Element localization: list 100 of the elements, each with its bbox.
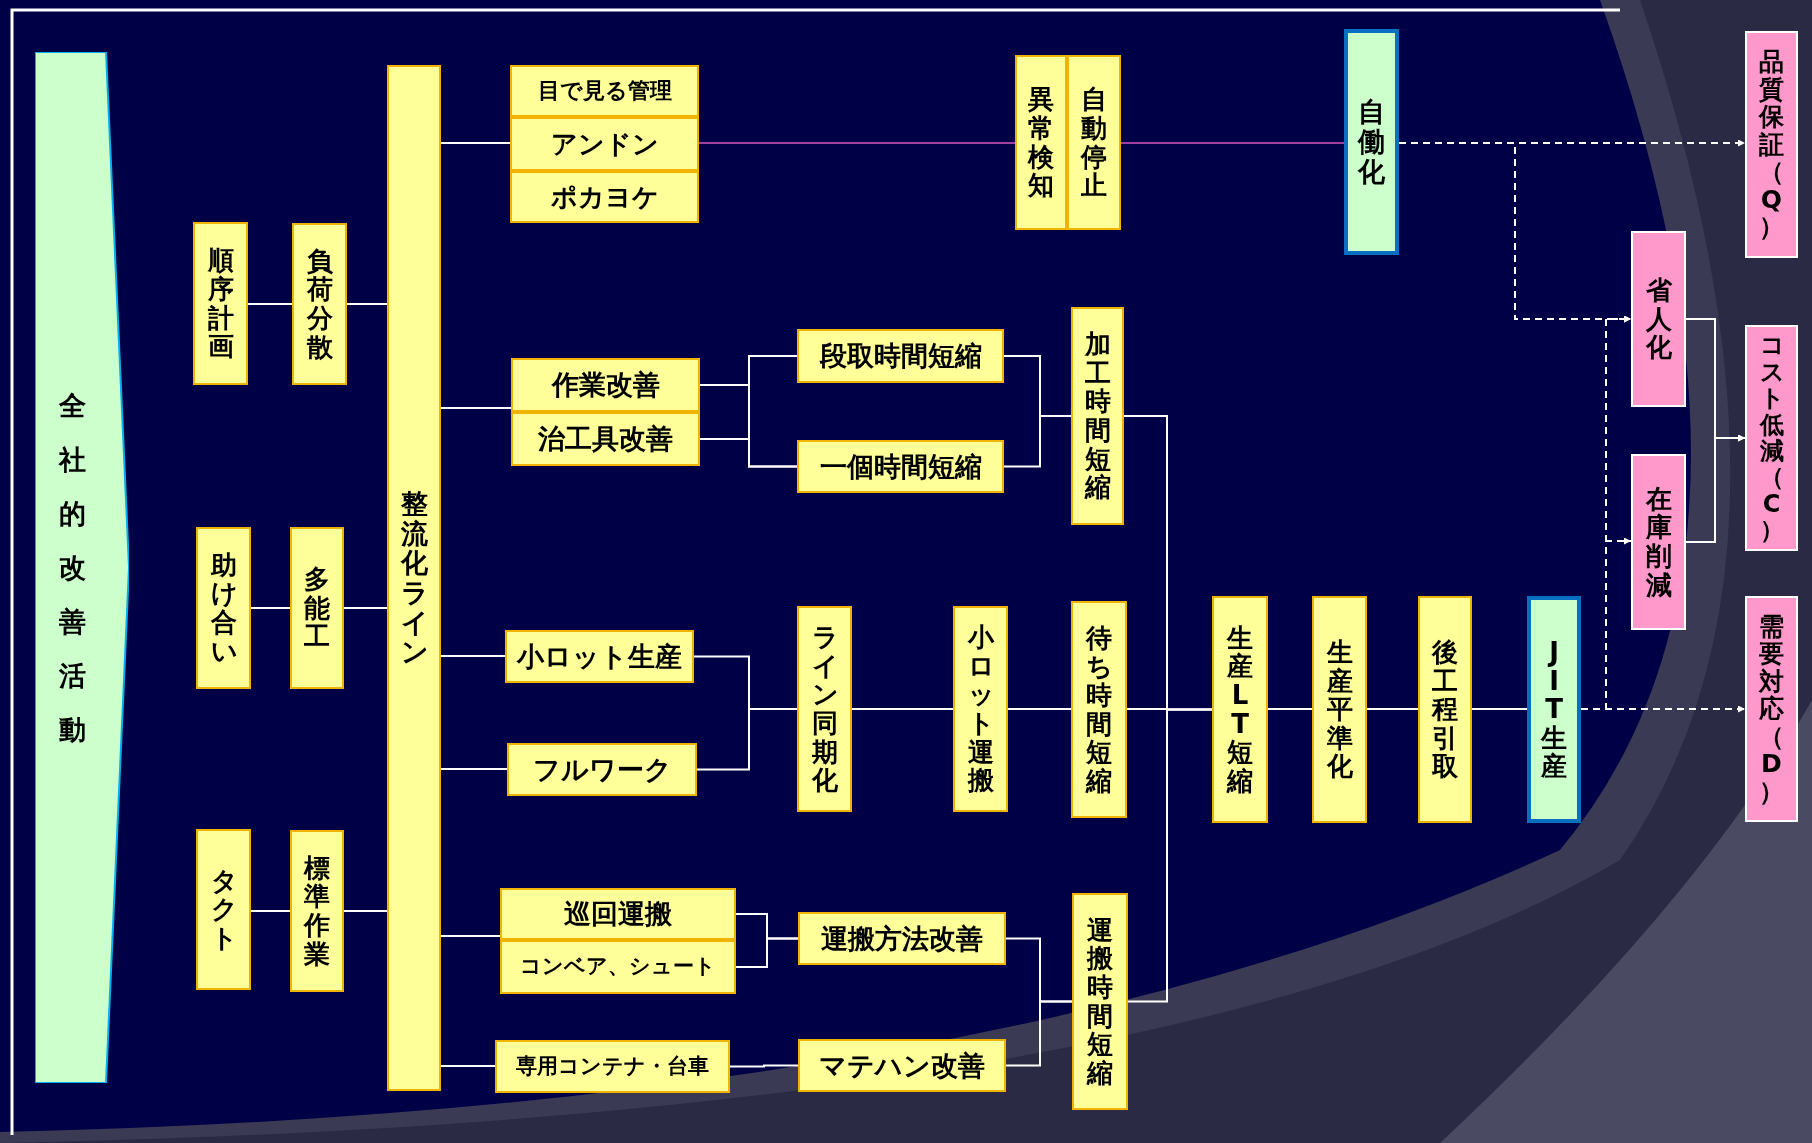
box-label: 専用コンテナ・台車	[516, 1054, 709, 1079]
result-box	[1745, 596, 1798, 822]
process-box	[798, 1039, 1006, 1092]
connector-line	[440, 1065, 496, 1067]
box-label: 小ロット生産	[517, 641, 682, 672]
process-box	[797, 329, 1004, 383]
box-label: 自動停止	[1081, 85, 1107, 200]
process-box	[1072, 893, 1128, 1110]
process-box	[196, 829, 251, 990]
box-label: 段取時間短縮	[819, 341, 982, 371]
box-label: 目で見る管理	[537, 78, 672, 104]
box-label: 一個時間短縮	[819, 451, 982, 482]
connector-line	[250, 607, 291, 609]
process-box	[1212, 596, 1268, 823]
connector-line	[440, 142, 511, 144]
connector-line	[440, 407, 512, 409]
box-label: 後工程引取	[1432, 638, 1458, 781]
connector-line	[440, 655, 506, 657]
box-label: ポカヨケ	[550, 182, 659, 212]
connector-line	[735, 937, 799, 968]
box-label: 助け合い	[210, 550, 237, 666]
process-box	[1071, 307, 1124, 525]
connector-line	[729, 1064, 799, 1068]
result-box	[1745, 31, 1798, 258]
connector-line	[1267, 708, 1313, 710]
connector-line	[440, 935, 501, 937]
box-label: コスト低減（C）	[1759, 332, 1784, 544]
connector-line	[696, 708, 798, 771]
process-box	[1067, 55, 1121, 230]
connector-line	[1003, 415, 1072, 468]
connector-line	[1127, 708, 1213, 1003]
process-box	[196, 527, 251, 689]
box-label: 標準作業	[304, 853, 330, 969]
connector-line	[699, 438, 798, 468]
connector-line	[1005, 1000, 1073, 1067]
process-box	[797, 606, 852, 812]
connector-line	[1007, 708, 1072, 710]
box-label: 作業改善	[551, 370, 660, 400]
process-box	[507, 743, 697, 796]
box-label: 負荷分散	[306, 246, 333, 362]
process-box	[510, 117, 699, 171]
box-label: 待ち時間短縮	[1086, 623, 1112, 796]
box-label: 自働化	[1358, 97, 1385, 187]
box-label: タクト	[210, 866, 237, 953]
result-box	[1745, 325, 1798, 551]
process-box	[292, 223, 347, 385]
box-label: 生産平準化	[1326, 638, 1353, 781]
process-box	[387, 65, 441, 1091]
box-label: 運搬時間短縮	[1087, 915, 1113, 1088]
process-box	[500, 888, 736, 940]
process-box	[290, 830, 344, 992]
box-label: 順序計画	[207, 246, 234, 361]
box-label: 品質保証（Q）	[1759, 48, 1784, 241]
process-box	[1418, 596, 1472, 823]
box-label: 生産LT短縮	[1227, 623, 1253, 796]
process-box	[1312, 596, 1367, 823]
process-box	[1071, 601, 1127, 818]
box-label: 省人化	[1645, 276, 1672, 362]
connector-line	[343, 607, 388, 609]
connector-line	[1120, 142, 1345, 144]
connector-line	[250, 910, 291, 912]
process-box	[797, 440, 1004, 493]
box-label: 需要対応（D）	[1759, 612, 1784, 806]
box-label: 加工時間短縮	[1084, 330, 1111, 502]
connector-line	[343, 910, 388, 912]
process-box	[511, 358, 700, 412]
box-label: 異常検知	[1028, 85, 1054, 200]
connector-line	[698, 142, 1016, 144]
box-label: 運搬方法改善	[821, 923, 983, 954]
box-label: 治工具改善	[538, 424, 673, 454]
connector-line	[247, 303, 293, 305]
box-label: JIT生産	[1541, 638, 1567, 781]
connector-line	[851, 708, 954, 710]
connector-line	[1366, 708, 1419, 710]
goal-box	[1344, 29, 1399, 255]
result-box	[1631, 454, 1686, 630]
process-box	[505, 630, 694, 683]
box-label: 全社的改善活動	[58, 388, 86, 747]
chevron-arrow	[35, 52, 129, 1083]
process-box	[1015, 55, 1067, 230]
box-label: ライン同期化	[811, 623, 838, 795]
goal-box	[1527, 596, 1581, 823]
result-box	[1631, 231, 1686, 407]
box-label: 小ロット運搬	[967, 623, 994, 795]
box-label: コンベア、シュート	[520, 955, 716, 979]
process-box	[290, 527, 344, 689]
connector-line	[440, 768, 508, 770]
process-box	[510, 171, 699, 223]
box-label: アンドン	[550, 129, 659, 159]
box-label: 在庫削減	[1645, 484, 1672, 600]
connector-line	[1471, 708, 1528, 710]
process-box	[510, 65, 699, 117]
process-box	[495, 1040, 730, 1093]
box-label: 多能工	[304, 565, 330, 651]
process-box	[953, 606, 1008, 812]
box-label: マテハン改善	[819, 1050, 985, 1081]
process-box	[500, 940, 736, 994]
box-label: 整流化ライン	[400, 488, 428, 668]
process-box	[511, 412, 700, 466]
process-box	[798, 912, 1006, 965]
